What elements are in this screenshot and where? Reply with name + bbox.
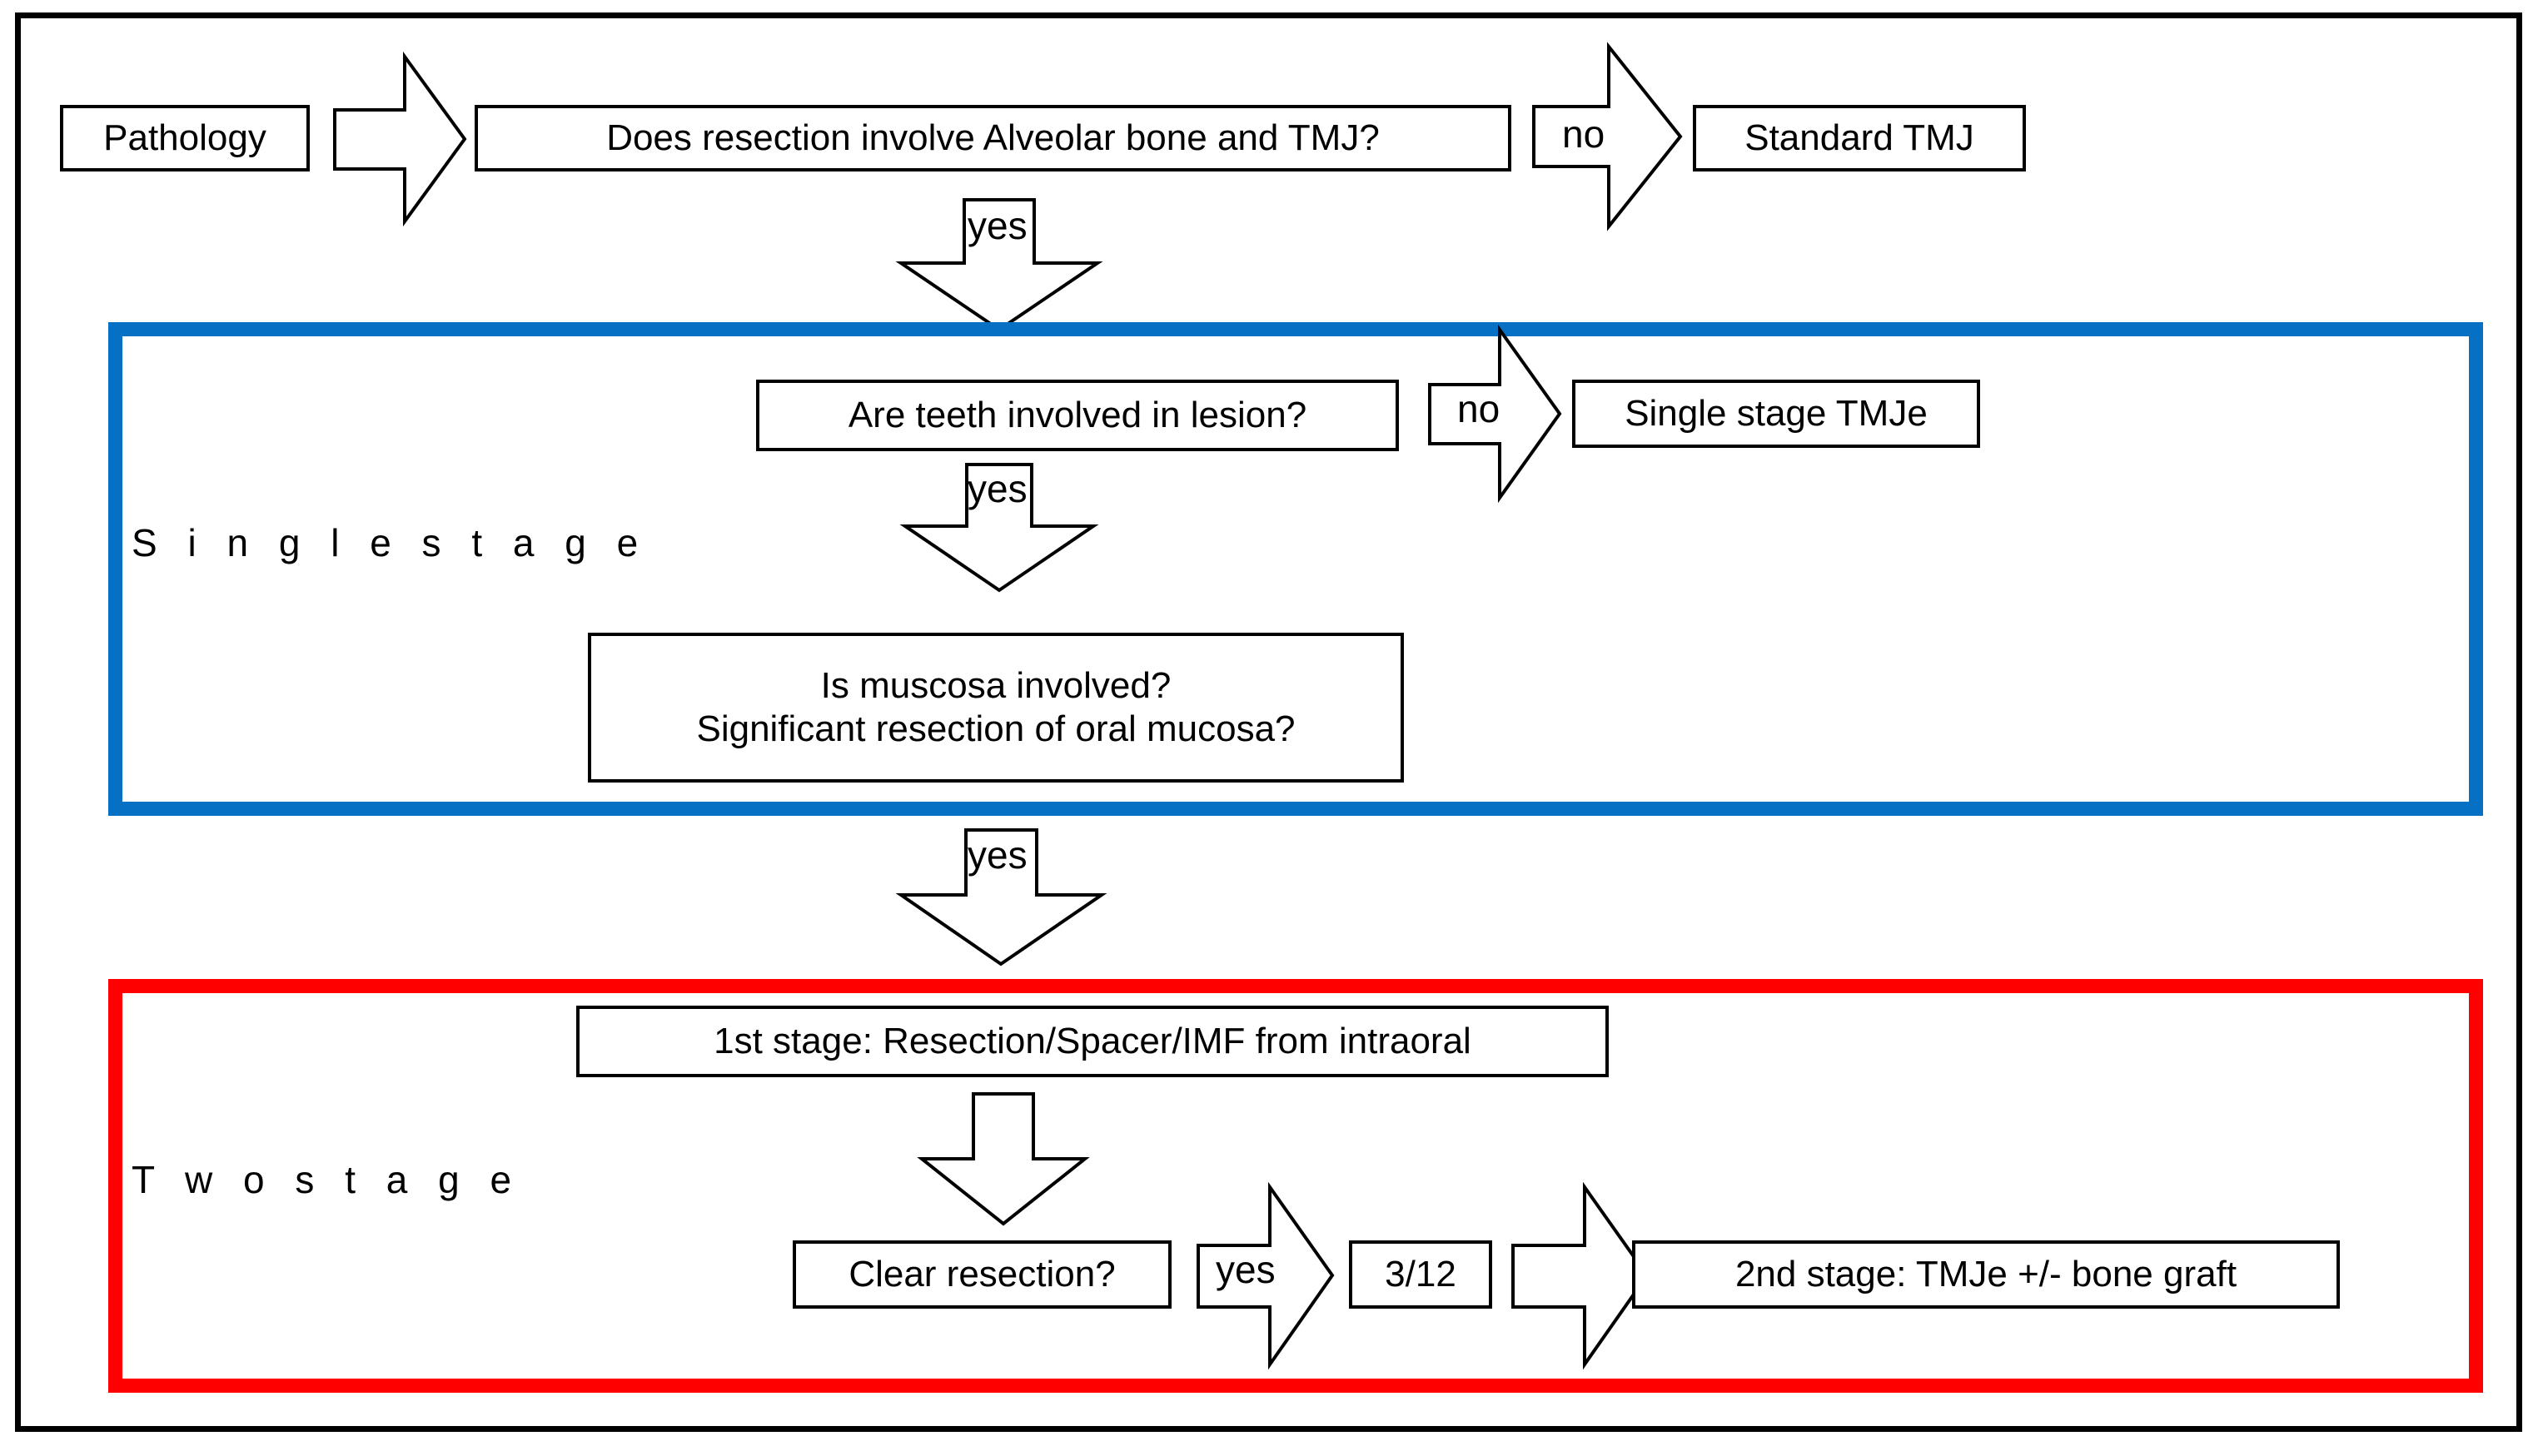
- node-teeth-question[interactable]: Are teeth involved in lesion?: [756, 380, 1399, 451]
- node-pathology[interactable]: Pathology: [60, 105, 310, 171]
- arrow-clear-yes-icon: [1197, 1181, 1335, 1370]
- node-single-stage-tmje-label: Single stage TMJe: [1625, 393, 1928, 435]
- arrow-first-stage-down-icon: [917, 1092, 1090, 1226]
- node-mucosa-question-line1: Is muscosa involved?: [820, 665, 1172, 707]
- node-second-stage-label: 2nd stage: TMJe +/- bone graft: [1734, 1254, 2237, 1295]
- outer-frame-border: [15, 12, 2522, 1432]
- group-single-stage-label: S i n g l e s t a g e: [132, 521, 649, 564]
- arrow-main-yes-icon: [895, 198, 1103, 332]
- node-clear-resection-label: Clear resection?: [849, 1254, 1116, 1295]
- node-clear-resection[interactable]: Clear resection?: [793, 1240, 1172, 1309]
- node-second-stage[interactable]: 2nd stage: TMJe +/- bone graft: [1632, 1240, 2340, 1309]
- node-three-twelve[interactable]: 3/12: [1349, 1240, 1492, 1309]
- node-standard-tmj[interactable]: Standard TMJ: [1693, 105, 2026, 171]
- arrow-main-no-icon: [1532, 42, 1683, 233]
- node-teeth-question-label: Are teeth involved in lesion?: [848, 395, 1307, 436]
- group-two-stage: [108, 979, 2483, 1393]
- arrow-pathology-to-question-icon: [333, 50, 467, 229]
- node-mucosa-question-line2: Significant resection of oral mucosa?: [696, 708, 1296, 749]
- node-main-question[interactable]: Does resection involve Alveolar bone and…: [475, 105, 1511, 171]
- arrow-mucosa-yes-icon: [895, 828, 1107, 967]
- node-first-stage[interactable]: 1st stage: Resection/Spacer/IMF from int…: [576, 1006, 1609, 1077]
- arrow-teeth-yes-icon: [899, 463, 1099, 593]
- node-mucosa-question[interactable]: Is muscosa involved? Significant resecti…: [588, 633, 1404, 783]
- node-three-twelve-label: 3/12: [1385, 1254, 1456, 1295]
- node-main-question-label: Does resection involve Alveolar bone and…: [606, 117, 1380, 159]
- node-first-stage-label: 1st stage: Resection/Spacer/IMF from int…: [714, 1021, 1471, 1062]
- arrow-three-twelve-to-second-stage-icon: [1511, 1181, 1650, 1370]
- arrow-teeth-no-icon: [1428, 324, 1562, 504]
- node-standard-tmj-label: Standard TMJ: [1744, 117, 1974, 159]
- group-single-stage: [108, 322, 2483, 816]
- group-two-stage-label: T w o s t a g e: [132, 1158, 522, 1201]
- node-pathology-label: Pathology: [103, 117, 266, 159]
- node-single-stage-tmje[interactable]: Single stage TMJe: [1572, 380, 1980, 448]
